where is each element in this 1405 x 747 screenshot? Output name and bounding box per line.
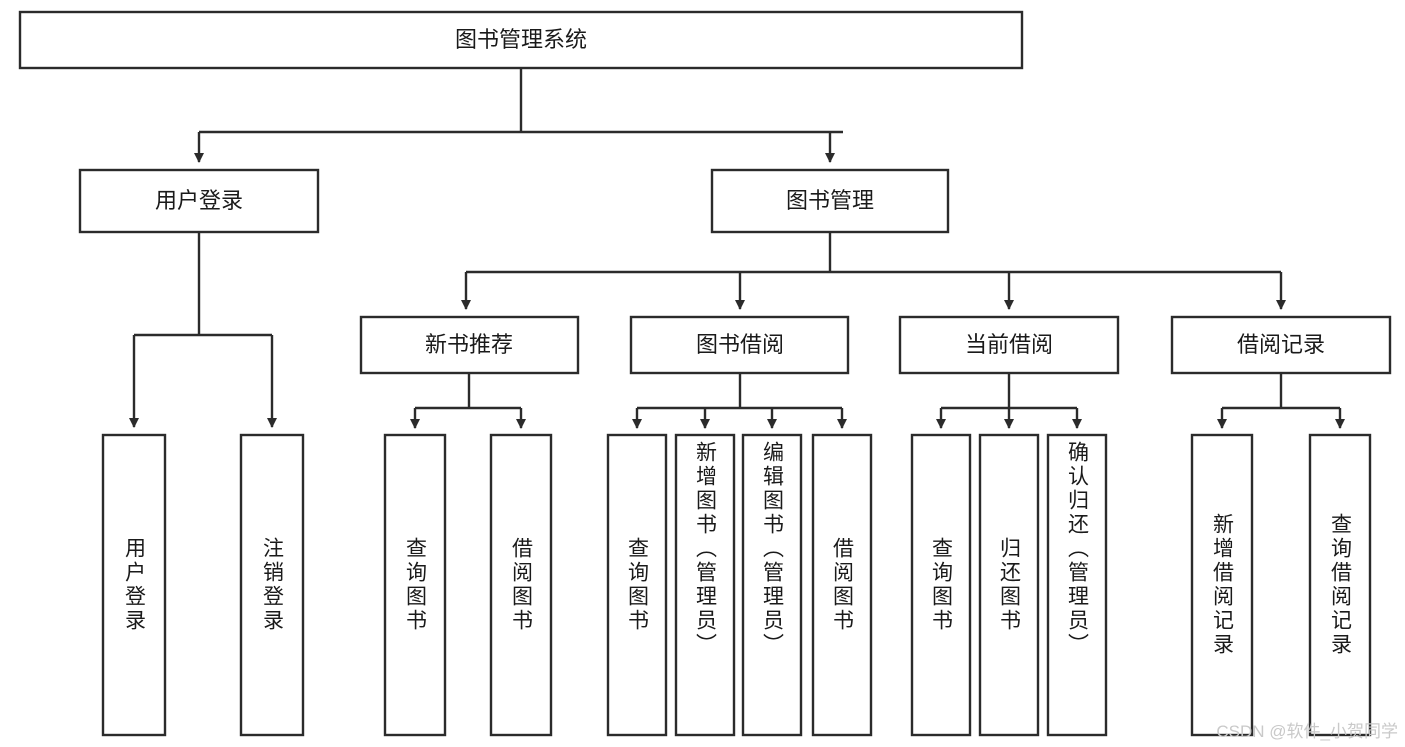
node-book-borrow[interactable]: 图书借阅 — [629, 315, 850, 375]
node-user-login-label: 用户登录 — [155, 188, 243, 213]
leaf-box-add-borrow-record[interactable] — [1190, 433, 1254, 737]
node-user-login[interactable]: 用户登录 — [78, 168, 320, 234]
node-new-book-recommend[interactable]: 新书推荐 — [359, 315, 580, 375]
connector-bookmgmt-to-level3 — [461, 232, 1286, 310]
node-book-management-label: 图书管理 — [786, 188, 874, 213]
node-book-borrow-label: 图书借阅 — [696, 332, 784, 357]
node-root-system[interactable]: 图书管理系统 — [18, 10, 1024, 70]
node-borrow-record[interactable]: 借阅记录 — [1170, 315, 1392, 375]
leaf-box-confirm-return-admin[interactable] — [1046, 433, 1108, 737]
node-book-management[interactable]: 图书管理 — [710, 168, 950, 234]
leaf-box-query-borrow-record[interactable] — [1308, 433, 1372, 737]
node-new-book-recommend-label: 新书推荐 — [425, 332, 513, 357]
leaf-box-borrow-books-1[interactable] — [489, 433, 553, 737]
connector-root-to-level2 — [194, 68, 843, 163]
connector-userlogin-to-leaves — [129, 232, 277, 428]
leaf-box-user-login[interactable] — [101, 433, 167, 737]
leaf-box-query-books-3[interactable] — [910, 433, 972, 737]
leaf-box-return-books[interactable] — [978, 433, 1040, 737]
leaf-box-query-books-1[interactable] — [383, 433, 447, 737]
leaf-box-borrow-books-2[interactable] — [811, 433, 873, 737]
leaf-box-add-book-admin[interactable] — [674, 433, 736, 737]
csdn-watermark: CSDN @软件_小贺同学 — [1216, 722, 1398, 741]
leaf-box-query-books-2[interactable] — [606, 433, 668, 737]
leaf-box-edit-book-admin[interactable] — [741, 433, 803, 737]
connector-bookborrow-to-leaves — [632, 373, 847, 429]
connector-borrowrecord-to-leaves — [1217, 373, 1345, 429]
node-root-label: 图书管理系统 — [455, 27, 587, 52]
leaf-boxes — [101, 433, 1372, 737]
connector-currentborrow-to-leaves — [936, 373, 1082, 429]
node-borrow-record-label: 借阅记录 — [1237, 332, 1325, 357]
node-current-borrow-label: 当前借阅 — [965, 332, 1053, 357]
connector-newbook-to-leaves — [410, 373, 526, 429]
node-current-borrow[interactable]: 当前借阅 — [898, 315, 1120, 375]
leaf-box-logout[interactable] — [239, 433, 305, 737]
